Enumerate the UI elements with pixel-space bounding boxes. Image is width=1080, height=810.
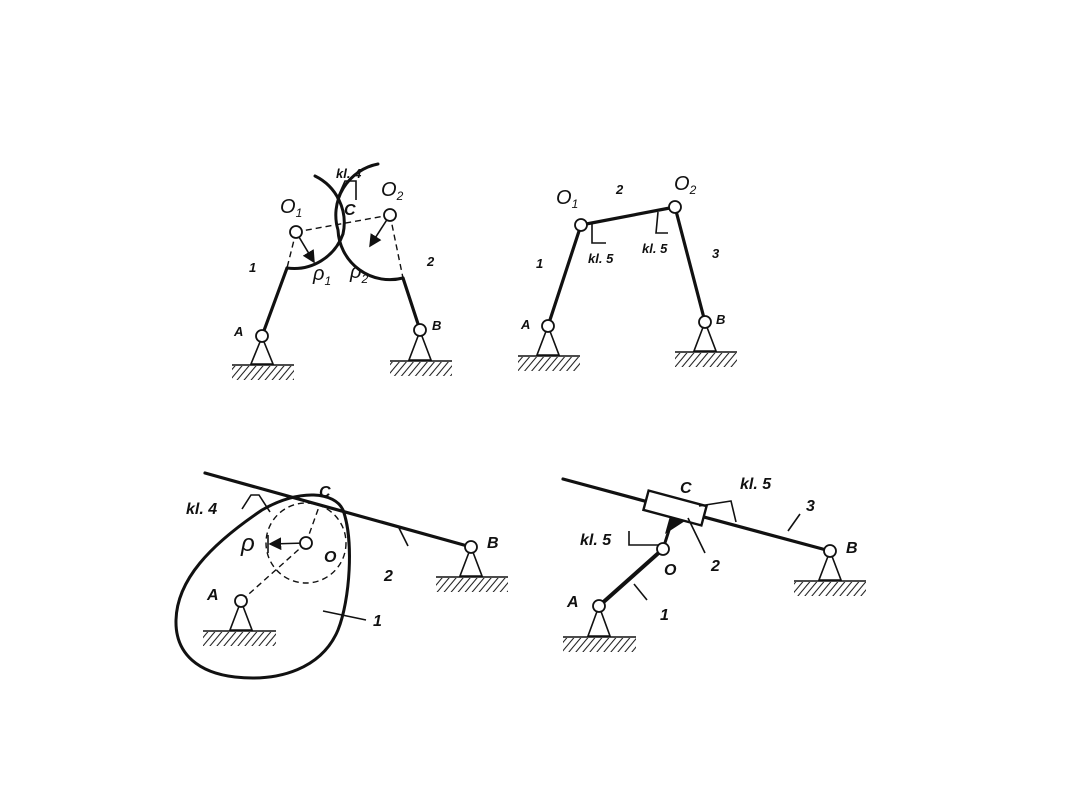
ground-support-b [436,544,508,592]
figure-top-right: O1 O2 1 2 3 kl. 5 kl. 5 A B [518,173,737,371]
support-label-a: A [566,594,579,611]
ground-support-b [794,548,866,596]
ground-support-a [203,598,276,646]
joint-a [234,594,248,608]
figure-bottom-right: kl. 5 kl. 5 C O 1 2 3 A B [561,476,866,652]
center-label: O [324,549,337,566]
radius-label-rho2: ρ2 [349,261,368,286]
joint-a [541,319,555,333]
link-label-1: 1 [373,613,382,630]
link-1 [597,547,665,608]
pair-pointer-1 [698,500,737,523]
link-1 [260,266,289,338]
link-2-leader [398,527,409,547]
ground-support-a [232,334,294,380]
support-label-b: B [432,318,441,333]
center-label-o1: O1 [280,196,302,220]
ground-support-a [563,603,636,652]
contact-label: C [344,202,356,219]
figure-top-left: kl. 4 O1 O2 C ρ1 ρ2 1 2 A B [232,162,452,380]
link-label-2: 2 [426,254,435,269]
ground-support-b [675,319,737,367]
link-3-leader [787,513,801,532]
support-label-a: A [520,317,530,332]
link-3 [673,205,707,324]
figure-bottom-left: kl. 4 C ρ O 1 2 A B [174,471,508,680]
curvature-circle [265,502,347,584]
contact-label: C [319,484,331,501]
link-1 [546,223,583,328]
link-label-3: 3 [712,246,720,261]
cam-body [174,493,351,680]
dashed-o1-link [286,231,297,269]
slider-label: C [680,480,692,497]
pivot-label: O [664,562,677,579]
pair-pointer [336,180,357,200]
joint-a [592,599,606,613]
pair-label-1: kl. 5 [588,251,614,266]
joint-o [299,536,313,550]
joint-b [413,323,427,337]
arc-rho2 [334,162,405,282]
pair-label-2: kl. 5 [642,241,668,256]
link-1-leader [322,610,367,621]
support-label-a: A [206,587,219,604]
joint-o1 [574,218,588,232]
ground-support-b [390,328,452,376]
link-label-1: 1 [660,607,669,624]
link-2-leader [687,517,706,554]
joint-b [464,540,478,554]
center-label-o2: O2 [674,173,697,197]
link-2 [579,205,677,227]
center-label-o2: O2 [381,179,404,203]
center-label-o1: O1 [556,187,578,211]
pair-marker-o2 [655,211,668,234]
joint-o2 [668,200,682,214]
support-label-b: B [716,312,725,327]
pair-marker-o1 [591,222,606,244]
support-label-b: B [487,535,499,552]
pair-label-1: kl. 5 [740,476,772,493]
dashed-center-a [240,542,307,602]
link-2 [401,276,422,332]
arc-rho1 [285,174,346,270]
dashed-o2-link [389,214,404,279]
support-label-b: B [846,540,858,557]
dashed-center-line [295,214,391,233]
joint-a [255,329,269,343]
radius-label: ρ [240,530,255,557]
pair-pointer [241,494,271,513]
link-label-2: 2 [383,568,393,585]
support-label-a: A [233,324,243,339]
radius-label-rho1: ρ1 [312,263,331,288]
link-label-2: 2 [710,558,720,575]
joint-b [698,315,712,329]
link-label-2: 2 [615,182,624,197]
link-2 [203,471,473,549]
pair-label: kl. 4 [336,166,362,181]
joint-b [823,544,837,558]
ground-support-a [518,323,580,371]
link-label-3: 3 [806,498,815,515]
link-label-1: 1 [536,256,543,271]
pair-label: kl. 4 [186,501,217,518]
link-label-1: 1 [249,260,256,275]
pair-label-2: kl. 5 [580,532,612,549]
link-1-leader [633,583,648,601]
joint-o2 [383,208,397,222]
dashed-center-contact [305,503,321,544]
joint-o [656,542,670,556]
joint-o1 [289,225,303,239]
pair-pointer-2 [628,531,660,546]
